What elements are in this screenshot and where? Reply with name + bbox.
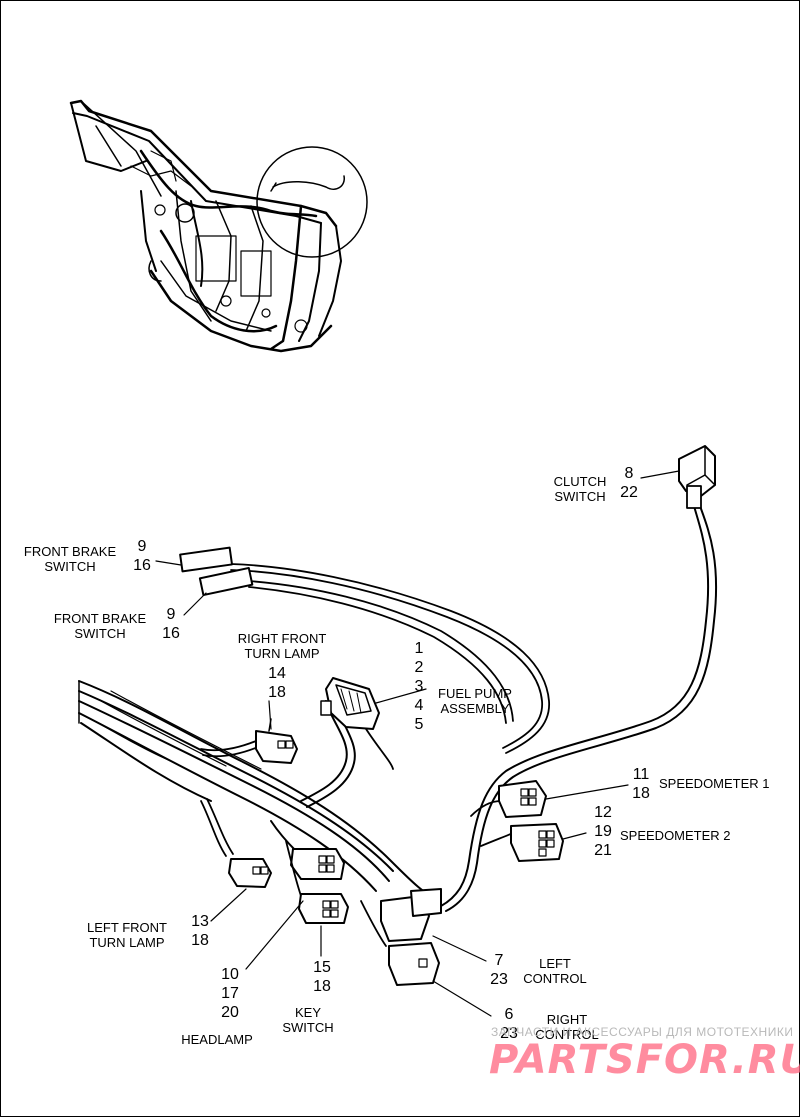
clutch-switch-label: CLUTCH SWITCH [549, 474, 611, 504]
label-line: CONTROL [535, 1027, 599, 1042]
right-front-turn-lamp-label: RIGHT FRONT TURN LAMP [227, 631, 337, 661]
label-line: ASSEMBLY [440, 701, 510, 716]
part-number: 13 [191, 913, 209, 930]
speedometer-1-label: SPEEDOMETER 1 [659, 776, 770, 791]
fuel-pump-assembly-label: FUEL PUMP ASSEMBLY [433, 686, 517, 716]
label-line: SWITCH [554, 489, 606, 504]
left-control-part-numbers: 7 23 [485, 951, 513, 989]
label-line: CLUTCH [553, 474, 607, 489]
label-line: LEFT [539, 956, 571, 971]
part-number: 9 [166, 606, 176, 623]
front-brake-switch-part-numbers: 9 16 [156, 605, 186, 643]
wiring-harness-illustration [78, 445, 718, 1017]
watermark-logo: PARTSFOR.RU [489, 1037, 800, 1083]
front-brake-switch-label: FRONT BRAKE SWITCH [45, 611, 155, 641]
part-number: 22 [620, 484, 638, 501]
label-line: KEY [294, 1005, 321, 1020]
headlamp-part-numbers: 10 17 20 [216, 965, 244, 1022]
key-switch-label: KEY SWITCH [278, 1005, 338, 1035]
part-number: 12 [594, 804, 612, 821]
speedometer-2-label: SPEEDOMETER 2 [620, 828, 731, 843]
label-line: RIGHT FRONT [237, 631, 327, 646]
part-number: 9 [137, 538, 147, 555]
front-brake-switch-label: FRONT BRAKE SWITCH [15, 544, 125, 574]
left-front-turn-lamp-label: LEFT FRONT TURN LAMP [79, 920, 175, 950]
part-number: 23 [500, 1025, 518, 1042]
right-control-part-numbers: 6 23 [495, 1005, 523, 1043]
part-number: 23 [490, 971, 508, 988]
label-line: SWITCH [44, 559, 96, 574]
part-number: 18 [268, 684, 286, 701]
part-number: 3 [414, 678, 424, 695]
speedometer-2-part-numbers: 12 19 21 [589, 803, 617, 860]
label-line: FRONT BRAKE [53, 611, 147, 626]
part-number: 2 [414, 659, 424, 676]
part-number: 18 [313, 978, 331, 995]
right-control-label: RIGHT CONTROL [527, 1012, 607, 1042]
part-number: 18 [191, 932, 209, 949]
part-number: 5 [414, 716, 424, 733]
label-line: TURN LAMP [244, 646, 320, 661]
label-line: FUEL PUMP [438, 686, 512, 701]
part-number: 16 [162, 625, 180, 642]
label-line: TURN LAMP [89, 935, 165, 950]
motorcycle-frame-illustration [69, 99, 368, 353]
part-number: 15 [313, 959, 331, 976]
label-line: SWITCH [282, 1020, 334, 1035]
part-number: 20 [221, 1004, 239, 1021]
part-number: 1 [414, 640, 424, 657]
fuel-pump-part-numbers: 1 2 3 4 5 [409, 639, 429, 734]
headlamp-label: HEADLAMP [181, 1032, 253, 1047]
part-number: 7 [494, 952, 504, 969]
part-number: 19 [594, 823, 612, 840]
clutch-switch-part-numbers: 8 22 [615, 464, 643, 502]
label-line: SWITCH [74, 626, 126, 641]
label-line: LEFT FRONT [87, 920, 167, 935]
part-number: 18 [632, 785, 650, 802]
part-number: 6 [504, 1006, 514, 1023]
label-line: RIGHT [546, 1012, 588, 1027]
front-brake-switch-part-numbers: 9 16 [127, 537, 157, 575]
part-number: 8 [624, 465, 634, 482]
label-line: CONTROL [523, 971, 587, 986]
left-front-turn-lamp-part-numbers: 13 18 [186, 912, 214, 950]
part-number: 10 [221, 966, 239, 983]
part-number: 21 [594, 842, 612, 859]
label-line: FRONT BRAKE [23, 544, 117, 559]
part-number: 11 [632, 766, 650, 783]
key-switch-part-numbers: 15 18 [308, 958, 336, 996]
part-number: 16 [133, 557, 151, 574]
speedometer-1-part-numbers: 11 18 [627, 765, 655, 803]
part-number: 14 [268, 665, 286, 682]
part-number: 17 [221, 985, 239, 1002]
left-control-label: LEFT CONTROL [515, 956, 595, 986]
right-front-turn-lamp-part-numbers: 14 18 [262, 664, 292, 702]
part-number: 4 [414, 697, 424, 714]
watermark-tagline: ЗАПЧАСТИ И АКСЕССУАРЫ ДЛЯ МОТОТЕХНИКИ [491, 1025, 794, 1039]
